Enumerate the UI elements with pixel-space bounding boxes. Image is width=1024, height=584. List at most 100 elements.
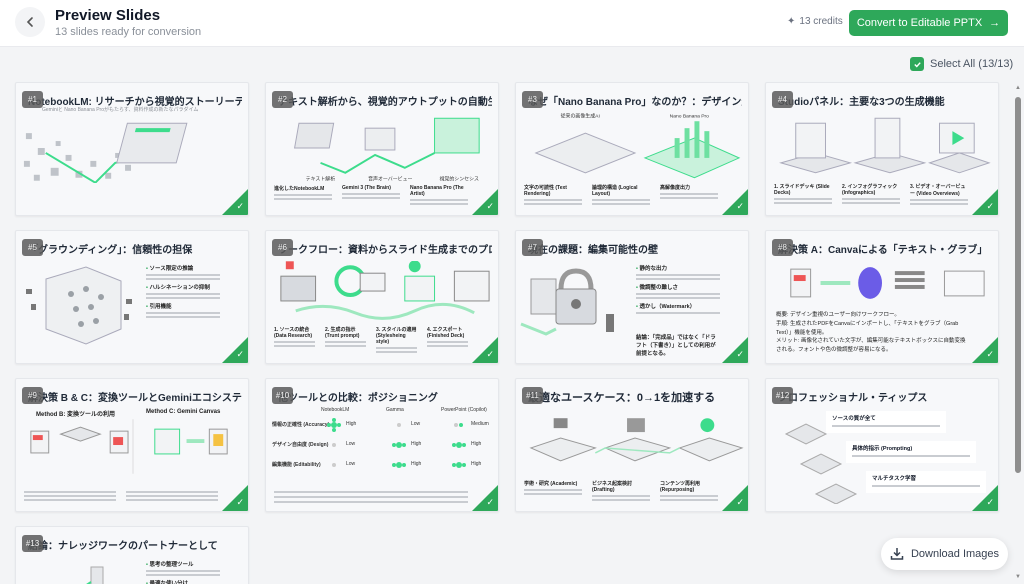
slide-card[interactable]: #12 プロフェッショナル・ティップス ソースの質が全て 具体的指示 (Prom… [765, 378, 999, 512]
slide-card[interactable]: #2 テキスト解析から、視覚的アウトプットの自動生成へ テキスト解析音声オーバー… [265, 82, 499, 216]
scroll-up-arrow-icon[interactable]: ▲ [1015, 85, 1021, 91]
slide-number-badge: #2 [272, 91, 293, 108]
scrollbar-thumb[interactable] [1015, 97, 1021, 473]
selected-indicator [722, 485, 748, 511]
slide-number-badge: #1 [22, 91, 43, 108]
row-header: デザイン自由度 (Design) [272, 442, 329, 448]
tip-card: マルチタスク学習 [866, 471, 986, 493]
caption: Gemini 3 (The Brain) [342, 185, 391, 191]
slide-illustration [280, 261, 490, 320]
slide-captions [24, 491, 218, 503]
slide-title: ワークフロー：資料からスライド生成までのプロセス [278, 245, 492, 256]
sparkle-icon: ✦ [787, 16, 796, 27]
cell: High [346, 421, 357, 427]
slide-card[interactable]: #6 ワークフロー：資料からスライド生成までのプロセス 1. ソースの統合 (D… [265, 230, 499, 364]
cell: High [471, 441, 482, 447]
slide-bullets: ソース限定の推論 ハルシネーションの抑制 引用機能 [146, 261, 220, 320]
tip-title: 具体的指示 (Prompting) [852, 446, 913, 452]
slide-title: 解決策 B & C：変換ツールとGeminiエコシステム [28, 393, 242, 404]
check-icon: ✓ [236, 497, 244, 507]
slide-illustration [86, 566, 104, 584]
slide-title: なぜ「Nano Banana Pro」なのか？：デザイン生成の革新 [528, 97, 742, 108]
checkbox-icon [910, 57, 924, 71]
slide-number-badge: #7 [522, 239, 543, 256]
scrollbar[interactable]: ▲ ▼ [1014, 85, 1022, 580]
caption: 3. ビデオ・オーバービュー (Video Overviews) [910, 184, 966, 197]
selected-indicator [222, 189, 248, 215]
slide-captions: 1. ソースの統合 (Data Research) 2. 生成の指示 (Trun… [274, 326, 468, 355]
slide-number-badge: #3 [522, 91, 543, 108]
caption: Nano Banana Pro (The Artist) [410, 185, 464, 197]
svg-text:視覚的シンセシス: 視覚的シンセシス [440, 176, 480, 183]
check-icon: ✓ [986, 349, 994, 359]
bullet: 透かし（Watermark） [636, 302, 720, 310]
bullet: ハルシネーションの抑制 [146, 283, 220, 291]
slide-conclusion: 結論：「完成品」ではなく「ドラフト（下書き）」としての利用が前提となる。 [636, 335, 716, 357]
caption: 1. ソースの統合 (Data Research) [274, 327, 313, 339]
credits-indicator: ✦ 13 credits [787, 16, 843, 27]
slide-card[interactable]: #7 現在の課題：編集可能性の壁 静的な出力 微調整の難しさ 透かし（Water… [515, 230, 749, 364]
slide-card[interactable]: #11 最適なユースケース：0→1を加速する 学術・研究 (Academic) … [515, 378, 749, 512]
convert-pptx-button[interactable]: Convert to Editable PPTX → [849, 10, 1008, 36]
slide-number-badge: #10 [272, 387, 293, 404]
download-images-button[interactable]: Download Images [881, 538, 1008, 570]
column-header: Gamma [386, 407, 404, 413]
back-button[interactable] [15, 7, 45, 37]
slide-card[interactable]: #5 「グラウンディング」：信頼性の担保 ソース限定の推論 ハルシネーションの抑… [15, 230, 249, 364]
slide-bullets: 思考の整理ツール 最適な使い分け [146, 557, 220, 584]
slide-illustration [23, 122, 188, 183]
slide-illustration: テキスト解析音声オーバービュー視覚的シンセシス [293, 117, 480, 183]
selected-indicator [222, 337, 248, 363]
svg-text:Nano Banana Pro: Nano Banana Pro [670, 113, 710, 119]
slide-card[interactable]: #1 NotebookLM: リサーチから視覚的ストーリーテリングへ Gemin… [15, 82, 249, 216]
slide-card[interactable]: #13 結論：ナレッジワークのパートナーとして 思考の整理ツール 最適な使い分け [15, 526, 249, 584]
selected-indicator [472, 485, 498, 511]
slide-captions: 進化したNotebookLM Gemini 3 (The Brain) Nano… [274, 185, 468, 207]
slide-number-badge: #8 [772, 239, 793, 256]
check-icon: ✓ [236, 201, 244, 211]
slide-title: Studioパネル：主要な3つの生成機能 [778, 97, 945, 108]
slide-card[interactable]: #9 解決策 B & C：変換ツールとGeminiエコシステム Method B… [15, 378, 249, 512]
column-header: NotebookLM [321, 407, 350, 413]
caption: 2. 生成の指示 (Trunt prompt) [325, 327, 360, 339]
caption: 論理的構造 (Logical Layout) [592, 185, 638, 197]
slide-number-badge: #9 [22, 387, 43, 404]
check-icon: ✓ [986, 497, 994, 507]
slide-title: 他ツールとの比較：ポジショニング [278, 393, 438, 404]
credits-count: 13 credits [799, 16, 843, 27]
slide-card[interactable]: #4 Studioパネル：主要な3つの生成機能 1. スライドデッキ (Slid… [765, 82, 999, 216]
cell: Medium [471, 421, 489, 427]
svg-text:音声オーバービュー: 音声オーバービュー [368, 176, 412, 183]
slide-card[interactable]: #8 解決策 A：Canvaによる「テキスト・グラブ」 概要: デザイン重視のユ… [765, 230, 999, 364]
slide-bullets: 静的な出力 微調整の難しさ 透かし（Watermark） [636, 261, 720, 316]
caption: 4. エクスポート (Finished Deck) [427, 327, 465, 339]
slide-bullets: 概要: デザイン重視のユーザー向けワークフロー。 手順: 生成されたPDFをCa… [776, 311, 968, 355]
slide-title: 「グラウンディング」：信頼性の担保 [28, 245, 193, 256]
cell: Low [346, 461, 356, 467]
rating-dots [327, 418, 466, 468]
arrow-right-icon: → [989, 17, 1001, 29]
bullet: 最適な使い分け [146, 579, 220, 584]
selected-indicator [972, 189, 998, 215]
slide-card[interactable]: #3 なぜ「Nano Banana Pro」なのか？：デザイン生成の革新 従来の… [515, 82, 749, 216]
caption: 進化したNotebookLM [274, 186, 325, 192]
slide-number-badge: #12 [772, 387, 793, 404]
slide-illustration [784, 423, 858, 504]
slide-illustration: 従来の画像生成AI Nano Banana Pro [534, 113, 741, 179]
selected-indicator [722, 337, 748, 363]
cell: High [471, 461, 482, 467]
chevron-left-icon [26, 17, 33, 27]
slide-title: テキスト解析から、視覚的アウトプットの自動生成へ [278, 97, 492, 108]
select-all-checkbox[interactable]: Select All (13/13) [910, 57, 1013, 71]
bullet: ソース限定の推論 [146, 264, 220, 272]
page-subtitle: 13 slides ready for conversion [55, 26, 202, 38]
slide-card[interactable]: #10 他ツールとの比較：ポジショニング NotebookLM Gamma Po… [265, 378, 499, 512]
svg-text:従来の画像生成AI: 従来の画像生成AI [561, 113, 600, 119]
scroll-down-arrow-icon[interactable]: ▼ [1015, 574, 1021, 580]
slide-illustration [779, 117, 991, 174]
selected-indicator [972, 337, 998, 363]
tip-card: 具体的指示 (Prompting) [846, 441, 976, 463]
bullet: 手順: 生成されたPDFをCanvaにインポートし、「テキストをグラブ（Grab… [776, 320, 959, 336]
bullet: 微調整の難しさ [636, 283, 720, 291]
caption: 文字の可読性 (Text Rendering) [524, 185, 567, 197]
